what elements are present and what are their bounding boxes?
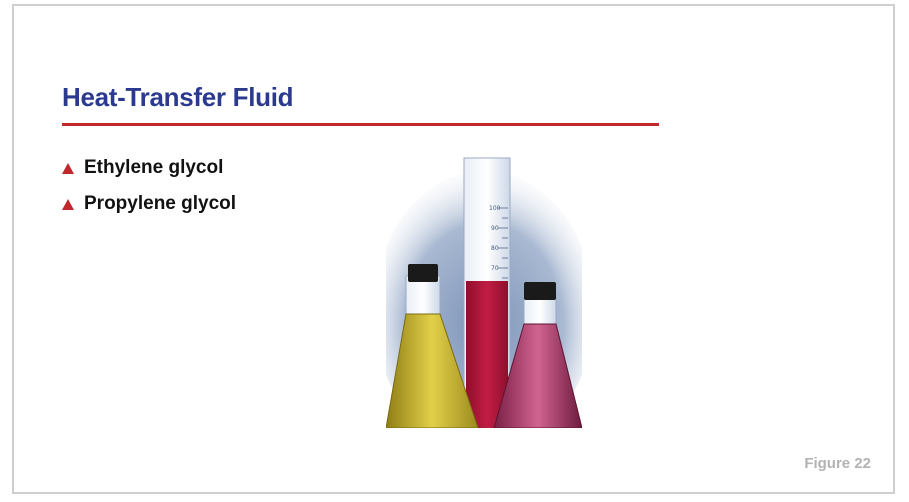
cylinder-mark: 70: [491, 265, 499, 272]
bullet-list: Ethylene glycol Propylene glycol: [62, 150, 236, 222]
triangle-bullet-icon: [62, 198, 74, 210]
cylinder-mark: 100: [489, 205, 501, 212]
lab-glassware-photo: 100 90 80 70: [386, 157, 582, 428]
bullet-text: Propylene glycol: [84, 193, 237, 214]
bullet-item: Propylene glycol: [62, 186, 236, 222]
graduated-cylinder: 100 90 80 70: [463, 157, 511, 428]
flask-stopper: [524, 282, 556, 300]
yellow-flask: [386, 264, 479, 428]
cylinder-mark: 90: [491, 225, 499, 232]
title-underline: [62, 123, 659, 126]
pink-flask: [493, 282, 582, 428]
flask-stopper: [408, 264, 438, 282]
slide: Heat-Transfer Fluid Ethylene glycol Prop…: [12, 4, 895, 494]
bullet-text: Ethylene glycol: [84, 157, 224, 178]
bullet-item: Ethylene glycol: [62, 150, 236, 186]
slide-title: Heat-Transfer Fluid: [62, 82, 294, 112]
figure-label: Figure 22: [804, 455, 871, 472]
triangle-bullet-icon: [62, 162, 74, 174]
cylinder-mark: 80: [491, 245, 499, 252]
